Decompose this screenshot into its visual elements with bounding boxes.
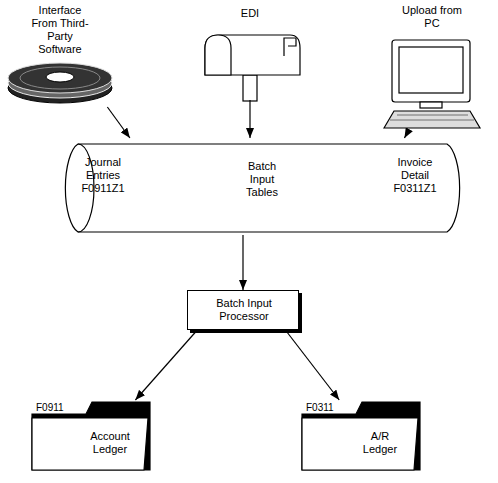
node-label: Journal Entries F0911Z1 xyxy=(74,156,132,195)
source-pc: Upload from PC xyxy=(385,2,480,132)
node-label: Batch Input Tables xyxy=(237,160,287,199)
ledger-folder: F0911Account Ledger xyxy=(30,400,152,472)
node-label: Account Ledger xyxy=(86,430,134,456)
node-label: A/R Ledger xyxy=(356,430,404,456)
node-label: Upload from PC xyxy=(398,4,466,30)
node-label: Batch Input Processor xyxy=(199,297,289,323)
flow-arrow xyxy=(249,100,250,138)
mailbox xyxy=(205,35,300,101)
flow-arrow xyxy=(135,330,197,400)
flow-arrow xyxy=(285,330,339,400)
personal-computer xyxy=(384,40,480,128)
flow-arrow xyxy=(107,107,130,138)
flow-arrow xyxy=(242,235,243,290)
node-label: F0311 xyxy=(306,401,356,414)
node-label: F0911 xyxy=(36,401,86,414)
outline-path xyxy=(32,418,148,470)
outline-path xyxy=(65,144,459,232)
outline-path xyxy=(32,402,150,470)
outline-path xyxy=(302,402,420,470)
outline-path xyxy=(302,418,418,470)
ledger-folder: F0311A/R Ledger xyxy=(300,400,422,472)
tape-reel xyxy=(8,63,112,103)
flow-arrow xyxy=(404,132,407,138)
source-tape: Interface From Third-Party Software xyxy=(8,2,123,107)
node-label: Invoice Detail F0311Z1 xyxy=(382,156,448,195)
node-label: EDI xyxy=(200,7,300,20)
node-label: Interface From Third-Party Software xyxy=(29,4,91,56)
process-box: Batch Input Processor xyxy=(187,290,299,330)
source-edi: EDI xyxy=(200,5,300,100)
batch-tables-band: Journal Entries F0911Z1 Batch Input Table… xyxy=(60,138,465,235)
